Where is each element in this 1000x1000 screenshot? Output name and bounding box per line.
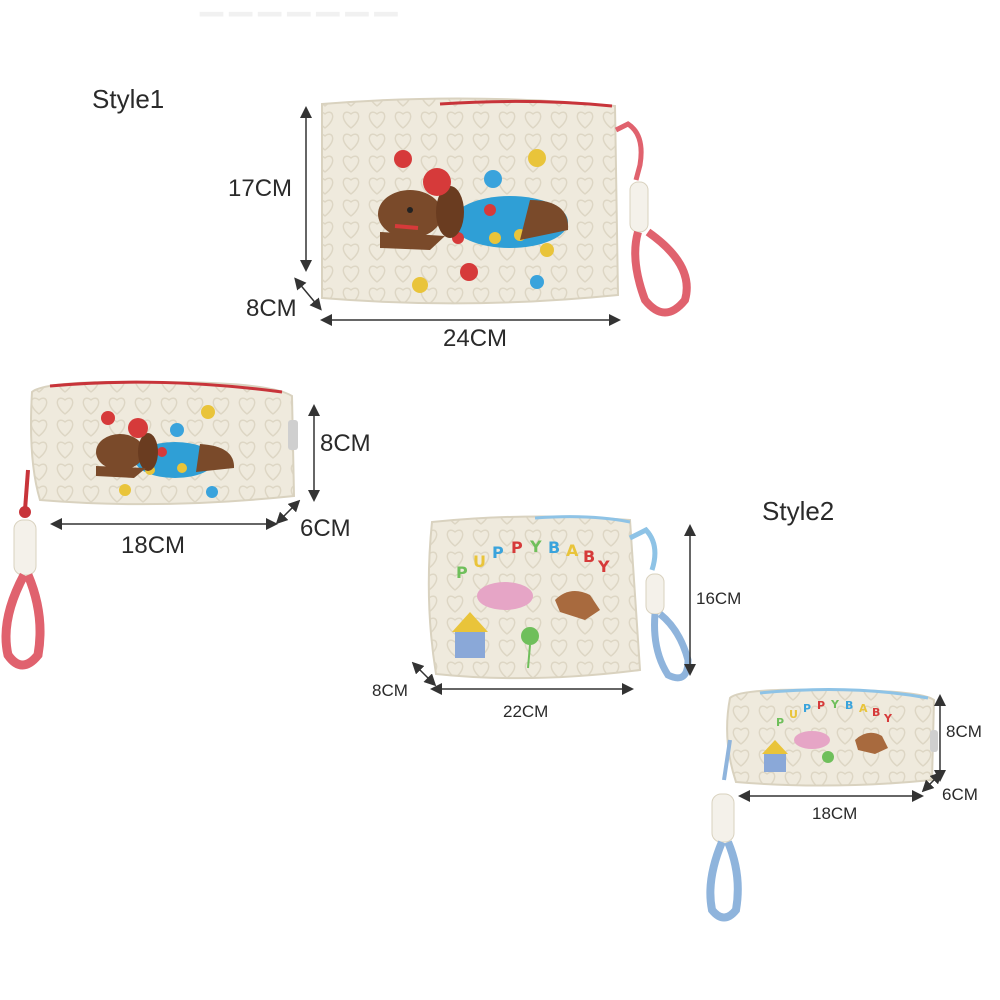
style1-small-pouch xyxy=(1,380,298,670)
svg-text:P: P xyxy=(776,716,784,729)
svg-text:Y: Y xyxy=(830,698,840,711)
style2-small-pouch: P U P P Y B A B Y xyxy=(706,688,938,922)
style2-small-depth: 6CM xyxy=(942,785,978,804)
svg-text:A: A xyxy=(859,702,868,715)
dim-line-depth-s2-small xyxy=(921,771,943,793)
style1-small-depth: 6CM xyxy=(300,515,351,542)
svg-text:U: U xyxy=(789,708,798,721)
style2-large-pouch: P U P P Y B A B Y xyxy=(427,515,692,682)
style2-small-width: 18CM xyxy=(812,804,858,823)
style2-large-depth: 8CM xyxy=(372,681,408,700)
dog-embroidery xyxy=(378,168,569,250)
style2-large-height: 16CM xyxy=(696,589,742,608)
svg-text:U: U xyxy=(473,552,486,571)
style2-label: Style2 xyxy=(762,496,835,526)
puppybaby-lettering: P U P P Y B A B Y xyxy=(456,537,610,582)
svg-text:P: P xyxy=(511,538,523,557)
style1-large-height: 17CM xyxy=(228,175,293,202)
style1-large-width: 24CM xyxy=(443,325,508,352)
svg-text:B: B xyxy=(548,538,560,557)
style2-large-width: 22CM xyxy=(503,702,549,721)
dim-line-depth-s2 xyxy=(411,661,437,687)
watermark: ▁▁▁▁▁▁▁ xyxy=(200,0,404,17)
dim-line-depth xyxy=(294,277,322,311)
svg-text:A: A xyxy=(566,541,579,560)
svg-text:P: P xyxy=(456,563,468,582)
style1-small-width: 18CM xyxy=(121,532,186,559)
style1-large-pouch xyxy=(321,97,691,317)
dog-embroidery-small xyxy=(96,418,235,478)
style1-small-height: 8CM xyxy=(320,430,371,457)
style1-large-depth: 8CM xyxy=(246,295,297,322)
svg-text:Y: Y xyxy=(597,557,610,576)
svg-text:Y: Y xyxy=(883,712,893,725)
style1-label: Style1 xyxy=(92,84,165,114)
svg-text:P: P xyxy=(817,699,825,712)
style2-small-height: 8CM xyxy=(946,722,982,741)
svg-text:B: B xyxy=(872,706,880,719)
svg-text:B: B xyxy=(583,547,595,566)
dim-line-depth-small xyxy=(275,499,301,525)
svg-text:Y: Y xyxy=(529,537,542,556)
svg-text:B: B xyxy=(845,699,853,712)
puppybaby-lettering-small: P U P P Y B A B Y xyxy=(776,698,893,729)
svg-text:P: P xyxy=(803,702,811,715)
svg-text:P: P xyxy=(492,543,504,562)
